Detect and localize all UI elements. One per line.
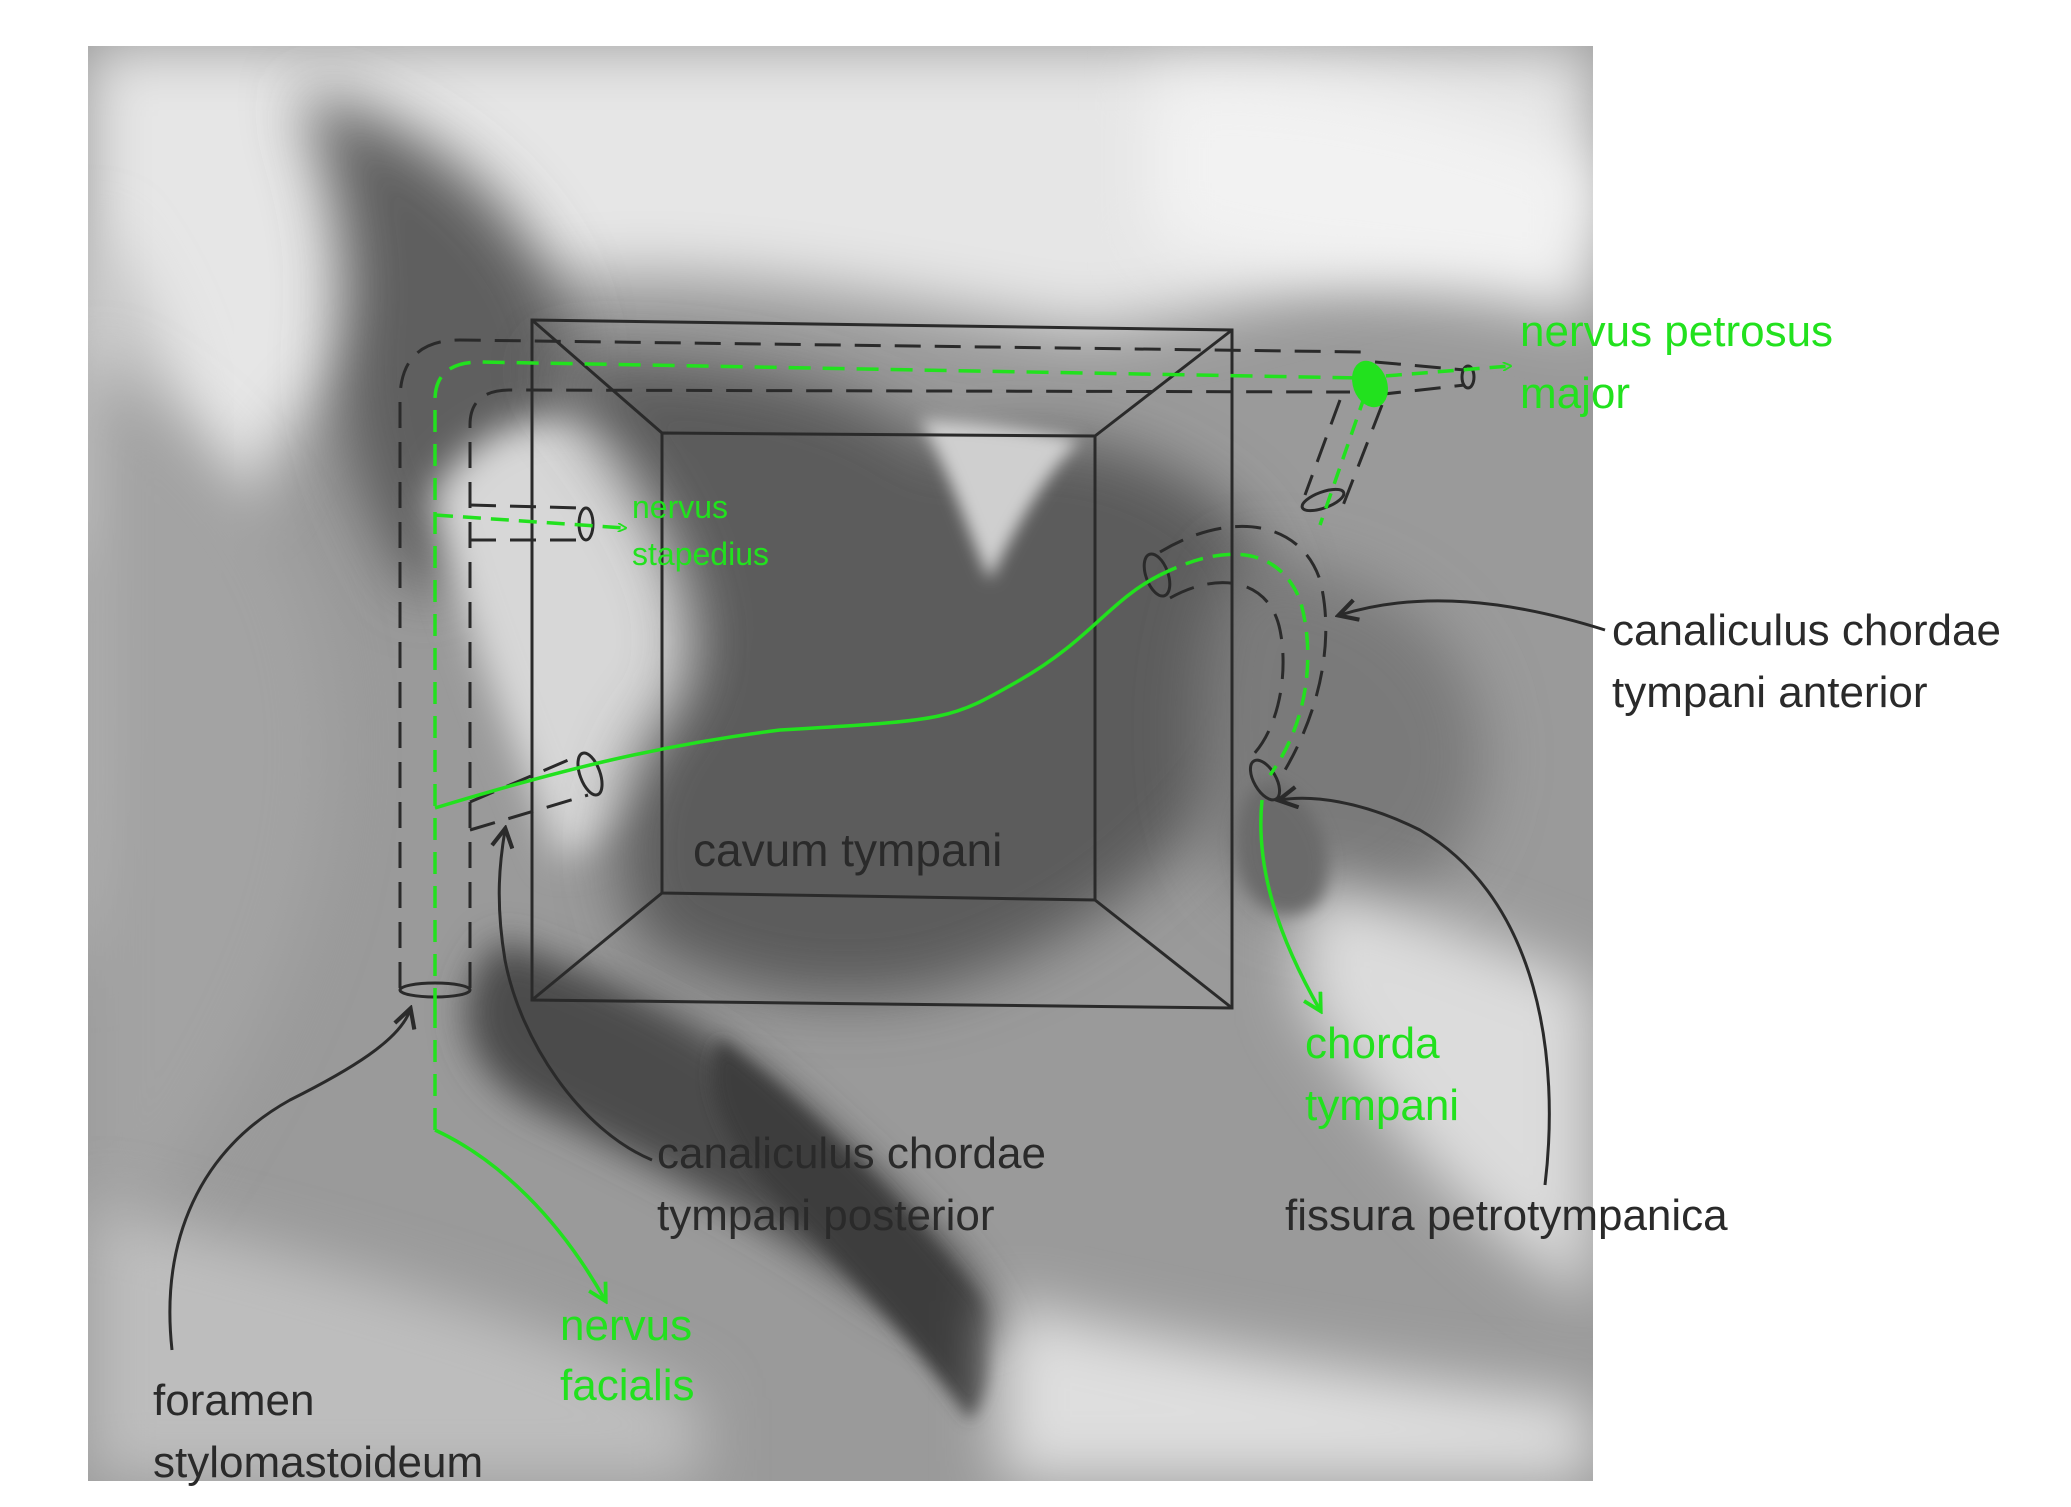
foramen-stylomastoideum-label-1: foramen (153, 1376, 314, 1425)
canalis-facialis (398, 338, 1466, 988)
canaliculus-anterior-label-1: canaliculus chordae (1612, 606, 2001, 655)
nervus-facialis-path (433, 360, 1510, 1300)
svg-text:nervus petrosus major: nervus petrosus major (1520, 307, 1845, 418)
fissura-petrotympanica-label: fissura petrotympanica (1285, 1191, 1728, 1240)
chorda-tympani-label-2: tympani (1305, 1081, 1459, 1130)
leader-arrows (168, 601, 1606, 1351)
chorda-tympani-label-1: chorda (1305, 1019, 1440, 1068)
svg-text:canaliculus chordae tymp: canaliculus chordae tympani posterior (657, 1129, 1058, 1240)
svg-text:nervus facialis: nervus facialis (560, 1301, 704, 1410)
svg-text:chorda tympani: chorda tympani (1305, 1019, 1459, 1130)
nervus-stapedius-label-1: nervus (632, 489, 728, 525)
ganglion-geniculi (1352, 360, 1388, 408)
nervus-stapedius-label-2: stapedius (632, 536, 769, 572)
foramen-stylomastoideum-label-2: stylomastoideum (153, 1438, 483, 1487)
nervus-petrosus-major-label-2: major (1520, 369, 1630, 418)
svg-text:canaliculus chordae tymp: canaliculus chordae tympani anterior (1612, 606, 2013, 717)
labels: nervus petrosus major nervus stapedius c… (153, 307, 2013, 1487)
nervus-facialis-label-1: nervus (560, 1301, 692, 1350)
svg-text:nervus stapedius: nervus stapedius (632, 489, 769, 572)
canaliculus-posterior-label-1: canaliculus chordae (657, 1129, 1046, 1178)
cavum-tympani-label: cavum tympani (693, 824, 1002, 876)
anatomy-background (88, 46, 1593, 1481)
canaliculus-posterior-label-2: tympani posterior (657, 1191, 994, 1240)
nervus-petrosus-major-label-1: nervus petrosus (1520, 307, 1833, 356)
canaliculus-anterior-label-2: tympani anterior (1612, 668, 1927, 717)
cavum-tympani-box (530, 318, 1234, 1010)
nervus-facialis-label-2: facialis (560, 1361, 695, 1410)
svg-text:foramen stylomastoideum: foramen stylomastoideum (153, 1376, 483, 1487)
